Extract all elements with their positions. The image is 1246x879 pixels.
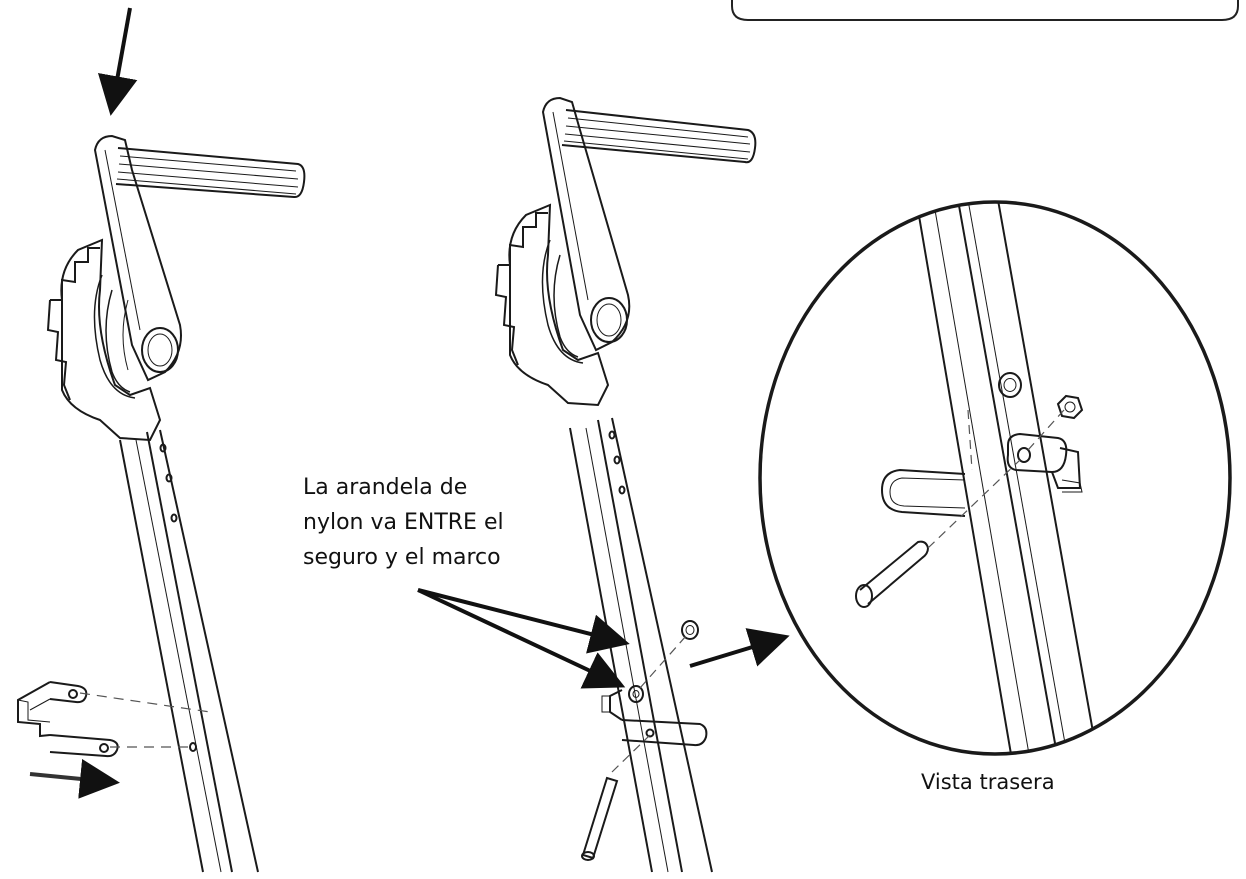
washer-note-line-3: seguro y el marco bbox=[303, 545, 501, 570]
middle-post-holes bbox=[608, 430, 626, 495]
zoom-circle bbox=[758, 200, 1232, 756]
middle-lever-arm bbox=[541, 96, 631, 352]
frame-box-corner bbox=[731, 0, 1239, 21]
middle-nut bbox=[681, 620, 699, 640]
middle-assembly bbox=[417, 96, 790, 873]
zoom-post bbox=[917, 202, 1099, 754]
washer-note: La arandela de nylon va ENTRE el seguro … bbox=[303, 470, 603, 575]
left-assembly bbox=[17, 7, 306, 873]
left-u-bracket bbox=[17, 681, 119, 758]
left-handle-grip bbox=[115, 147, 306, 199]
left-alignment-lines bbox=[79, 692, 211, 748]
left-post-holes bbox=[159, 443, 197, 752]
insert-direction-arrow bbox=[29, 758, 120, 799]
middle-nylon-washer bbox=[628, 685, 644, 703]
zoom-nut bbox=[1056, 394, 1084, 420]
zoom-alignment-lines bbox=[927, 409, 1065, 549]
middle-clevis-pin bbox=[581, 776, 619, 861]
press-arrow bbox=[97, 7, 138, 116]
middle-ratchet-housing bbox=[494, 203, 610, 407]
rear-view-caption: Vista trasera bbox=[921, 770, 1055, 794]
zoom-nylon-washer bbox=[998, 372, 1022, 398]
middle-alignment-lines bbox=[611, 635, 687, 773]
callout-arrow-lower bbox=[417, 588, 626, 689]
middle-u-bracket bbox=[601, 689, 708, 747]
middle-handle-grip bbox=[561, 109, 757, 164]
zoom-u-clip bbox=[880, 468, 966, 517]
zoom-arrow bbox=[689, 628, 790, 668]
washer-note-line-1: La arandela de bbox=[303, 475, 468, 500]
left-lever-arm bbox=[93, 134, 182, 382]
left-post bbox=[119, 429, 259, 873]
zoom-clevis-pin bbox=[855, 540, 930, 608]
rear-view-detail bbox=[758, 200, 1232, 756]
washer-note-line-2: nylon va ENTRE el bbox=[303, 510, 504, 535]
zoom-bracket-plate bbox=[1006, 432, 1083, 493]
callout-arrow-upper bbox=[417, 588, 630, 654]
left-ratchet-housing bbox=[46, 238, 162, 442]
